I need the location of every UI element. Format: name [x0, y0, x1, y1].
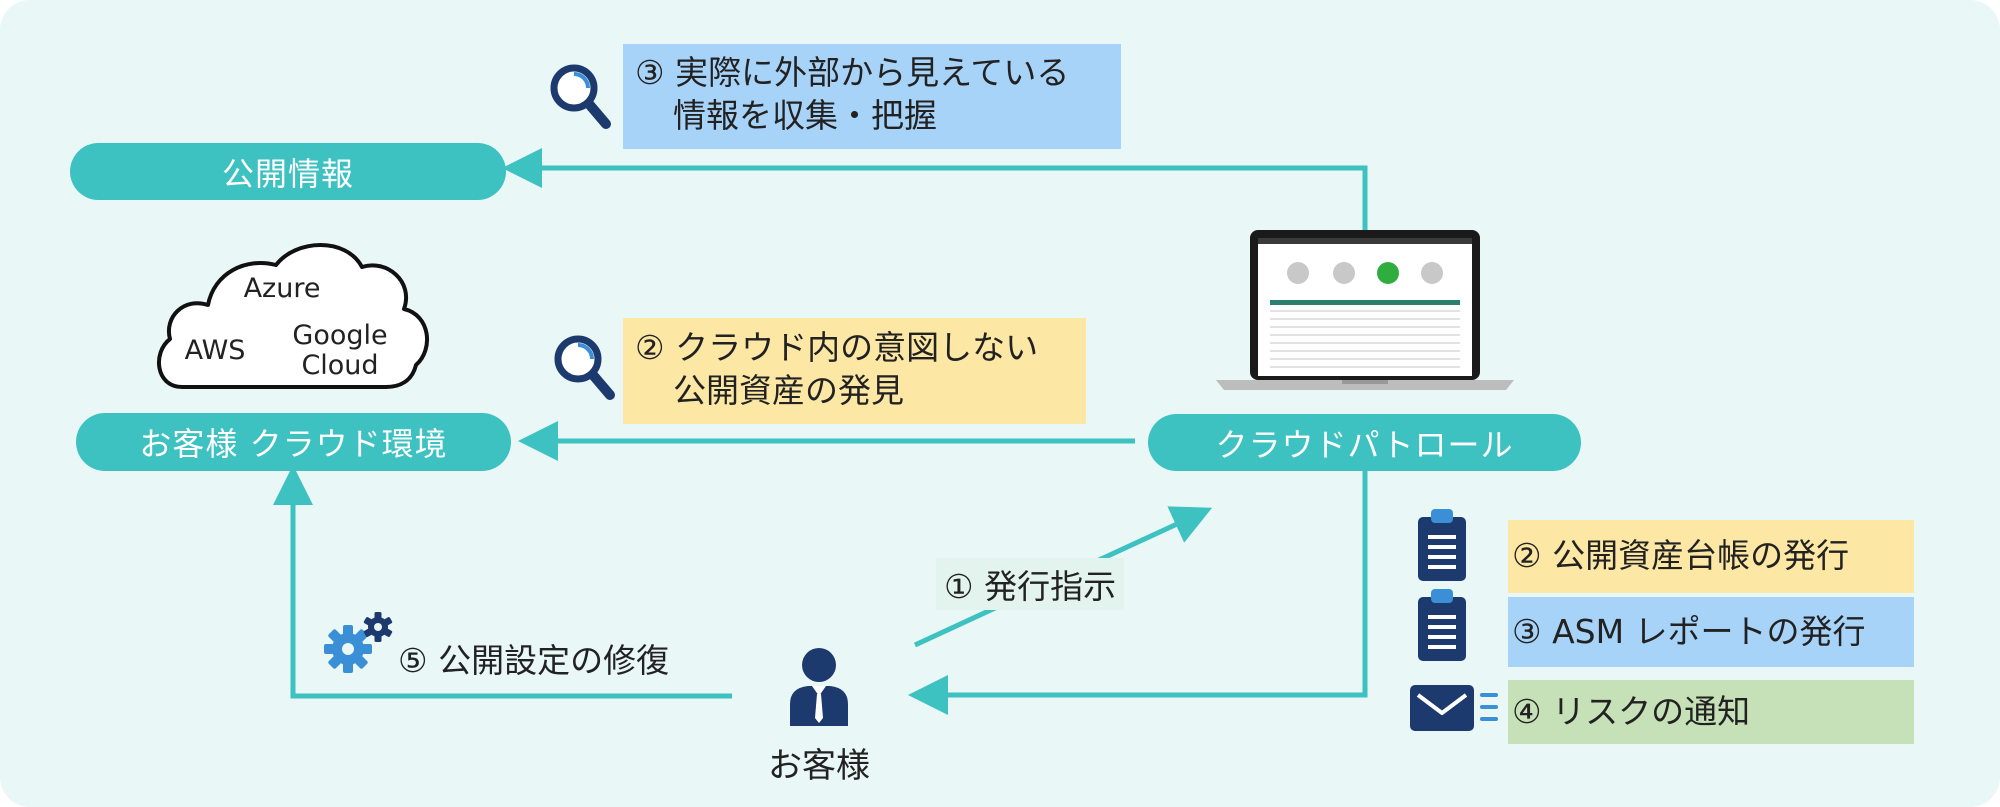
arrow-patrol-to-public-info — [502, 148, 1368, 232]
arrow-customer-to-cloud — [273, 465, 732, 699]
cloud-label-cloud: Cloud — [301, 350, 379, 381]
clipboard-icon — [1418, 589, 1466, 661]
output-asm-report-label: ③ ASM レポートの発行 — [1512, 612, 1866, 651]
arrow-patrol-to-customer — [908, 470, 1368, 715]
cloud-label-aws: AWS — [184, 335, 246, 366]
laptop-dashboard-icon — [1216, 230, 1514, 390]
mail-icon — [1410, 685, 1498, 731]
cloud-patrol-node: クラウドパトロール — [1148, 414, 1581, 471]
output-risk-notice: ④ リスクの通知 — [1508, 680, 1914, 744]
gears-icon — [324, 612, 393, 673]
cloud-icon — [156, 243, 430, 389]
discover-assets-note: ② クラウド内の意図しない 公開資産の発見 — [623, 318, 1086, 424]
cloud-patrol-label: クラウドパトロール — [1215, 425, 1514, 464]
customer-label: お客様 — [768, 746, 870, 786]
cloud-label-google-cloud: Google Cloud — [280, 321, 400, 381]
output-risk-notice-label: ④ リスクの通知 — [1512, 692, 1751, 731]
public-info-label: 公開情報 — [221, 154, 354, 193]
magnifier-icon — [554, 335, 615, 400]
collect-info-note: ③ 実際に外部から見えている 情報を収集・把握 — [623, 44, 1121, 149]
collect-info-line2: 情報を収集・把握 — [673, 96, 937, 135]
issue-instruction-label: ① 発行指示 — [936, 558, 1125, 610]
discover-assets-line2: 公開資産の発見 — [673, 371, 904, 410]
cloud-label-google: Google — [292, 320, 388, 351]
magnifier-icon — [550, 64, 611, 129]
public-info-node: 公開情報 — [70, 143, 506, 200]
repair-label: ⑤ 公開設定の修復 — [398, 641, 670, 680]
discover-assets-line1: ② クラウド内の意図しない — [635, 328, 1039, 367]
customer-cloud-node: お客様 クラウド環境 — [76, 413, 511, 471]
output-asset-ledger-label: ② 公開資産台帳の発行 — [1512, 536, 1850, 575]
customer-cloud-label: お客様 クラウド環境 — [139, 425, 448, 463]
cloud-label-azure: Azure — [243, 273, 321, 304]
output-asset-ledger: ② 公開資産台帳の発行 — [1508, 520, 1914, 593]
collect-info-line1: ③ 実際に外部から見えている — [635, 53, 1070, 92]
clipboard-icon — [1418, 509, 1466, 581]
person-icon — [790, 648, 848, 726]
output-asm-report: ③ ASM レポートの発行 — [1508, 597, 1914, 667]
